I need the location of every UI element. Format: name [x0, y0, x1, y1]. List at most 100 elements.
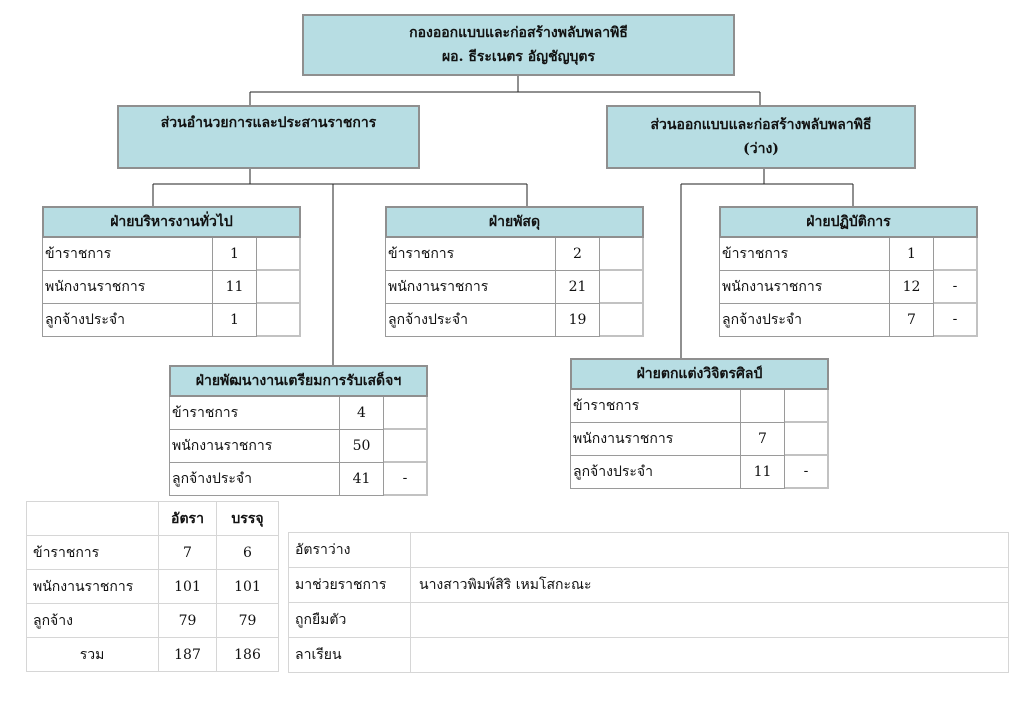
- section-admin-title: ส่วนอำนวยการและประสานราชการ: [160, 115, 377, 131]
- top-box: กองออกแบบและก่อสร้างพลับพลาพิธี ผอ. ธีระ…: [302, 14, 735, 76]
- table-total-row: รวม 187 186: [26, 637, 279, 672]
- section-design-box: ส่วนออกแบบและก่อสร้างพลับพลาพิธี (ว่าง): [606, 105, 916, 169]
- row-label: พนักงานราชการ: [42, 271, 213, 304]
- table-header-row: อัตรา บรรจุ: [26, 501, 279, 536]
- unit-develop: ฝ่ายพัฒนางานเตรียมการรับเสด็จฯ ข้าราชการ…: [169, 365, 428, 496]
- unit-title: ฝ่ายปฏิบัติการ: [719, 206, 978, 238]
- row-extra: [600, 271, 644, 304]
- row-label: ข้าราชการ: [169, 397, 340, 430]
- row-count: 2: [556, 238, 600, 271]
- table-cell: 186: [216, 637, 279, 672]
- row-count: 12: [890, 271, 934, 304]
- row-extra: [257, 304, 301, 337]
- table-row: ถูกยืมตัว: [288, 602, 1009, 638]
- row-extra: [785, 390, 829, 423]
- row-count: 7: [741, 423, 785, 456]
- info-key: ลาเรียน: [288, 637, 411, 673]
- table-header-cell: [26, 501, 159, 536]
- row-count: 7: [890, 304, 934, 337]
- table-cell: 7: [158, 535, 217, 570]
- row-count: 11: [741, 456, 785, 489]
- table-row: ข้าราชการ 7 6: [26, 535, 279, 570]
- row-label: ลูกจ้างประจำ: [169, 463, 340, 496]
- row-label: ข้าราชการ: [385, 238, 556, 271]
- row-label: ลูกจ้างประจำ: [385, 304, 556, 337]
- table-cell: 6: [216, 535, 279, 570]
- unit-title: ฝ่ายตกแต่งวิจิตรศิลป์: [570, 358, 829, 390]
- table-header-cell: อัตรา: [158, 501, 217, 536]
- table-row: มาช่วยราชการ นางสาวพิมพ์สิริ เหมโสกะณะ: [288, 567, 1009, 603]
- row-count: 11: [213, 271, 257, 304]
- info-table: อัตราว่าง มาช่วยราชการ นางสาวพิมพ์สิริ เ…: [288, 532, 1009, 673]
- row-extra: [600, 304, 644, 337]
- table-row: พนักงานราชการ 101 101: [26, 569, 279, 604]
- row-count: 19: [556, 304, 600, 337]
- table-cell: 187: [158, 637, 217, 672]
- row-extra: -: [384, 463, 428, 496]
- row-count: 21: [556, 271, 600, 304]
- table-row: อัตราว่าง: [288, 532, 1009, 568]
- row-extra: [384, 430, 428, 463]
- row-label: ข้าราชการ: [719, 238, 890, 271]
- row-extra: [600, 238, 644, 271]
- table-cell: 79: [216, 603, 279, 638]
- info-value: [410, 637, 1009, 673]
- row-label: ลูกจ้างประจำ: [719, 304, 890, 337]
- row-extra: [257, 271, 301, 304]
- info-value: [410, 602, 1009, 638]
- row-extra: [934, 238, 978, 271]
- table-cell: 101: [158, 569, 217, 604]
- row-count: 50: [340, 430, 384, 463]
- unit-title: ฝ่ายพัสดุ: [385, 206, 644, 238]
- row-count: 1: [213, 238, 257, 271]
- section-design-title: ส่วนออกแบบและก่อสร้างพลับพลาพิธี: [650, 117, 872, 133]
- row-label: ข้าราชการ: [570, 390, 741, 423]
- table-header-cell: บรรจุ: [216, 501, 279, 536]
- row-count: 1: [213, 304, 257, 337]
- table-cell: พนักงานราชการ: [26, 569, 159, 604]
- unit-decor: ฝ่ายตกแต่งวิจิตรศิลป์ ข้าราชการ พนักงานร…: [570, 358, 829, 489]
- top-director: ผอ. ธีระเนตร อัญชัญบุตร: [441, 49, 596, 65]
- unit-title: ฝ่ายพัฒนางานเตรียมการรับเสด็จฯ: [169, 365, 428, 397]
- table-row: ลูกจ้าง 79 79: [26, 603, 279, 638]
- info-value: นางสาวพิมพ์สิริ เหมโสกะณะ: [410, 567, 1009, 603]
- info-value: [410, 532, 1009, 568]
- section-admin-box: ส่วนอำนวยการและประสานราชการ: [117, 105, 420, 169]
- row-extra: [257, 238, 301, 271]
- unit-title: ฝ่ายบริหารงานทั่วไป: [42, 206, 301, 238]
- row-extra: [785, 423, 829, 456]
- row-extra: -: [785, 456, 829, 489]
- row-count: 41: [340, 463, 384, 496]
- row-extra: -: [934, 271, 978, 304]
- info-key: มาช่วยราชการ: [288, 567, 411, 603]
- row-label: พนักงานราชการ: [169, 430, 340, 463]
- table-cell: ข้าราชการ: [26, 535, 159, 570]
- row-extra: -: [934, 304, 978, 337]
- info-key: ถูกยืมตัว: [288, 602, 411, 638]
- table-row: ลาเรียน: [288, 637, 1009, 673]
- row-label: ข้าราชการ: [42, 238, 213, 271]
- row-count: 1: [890, 238, 934, 271]
- top-title: กองออกแบบและก่อสร้างพลับพลาพิธี: [409, 25, 628, 41]
- table-cell: รวม: [26, 637, 159, 672]
- row-label: พนักงานราชการ: [385, 271, 556, 304]
- row-label: พนักงานราชการ: [719, 271, 890, 304]
- table-cell: 79: [158, 603, 217, 638]
